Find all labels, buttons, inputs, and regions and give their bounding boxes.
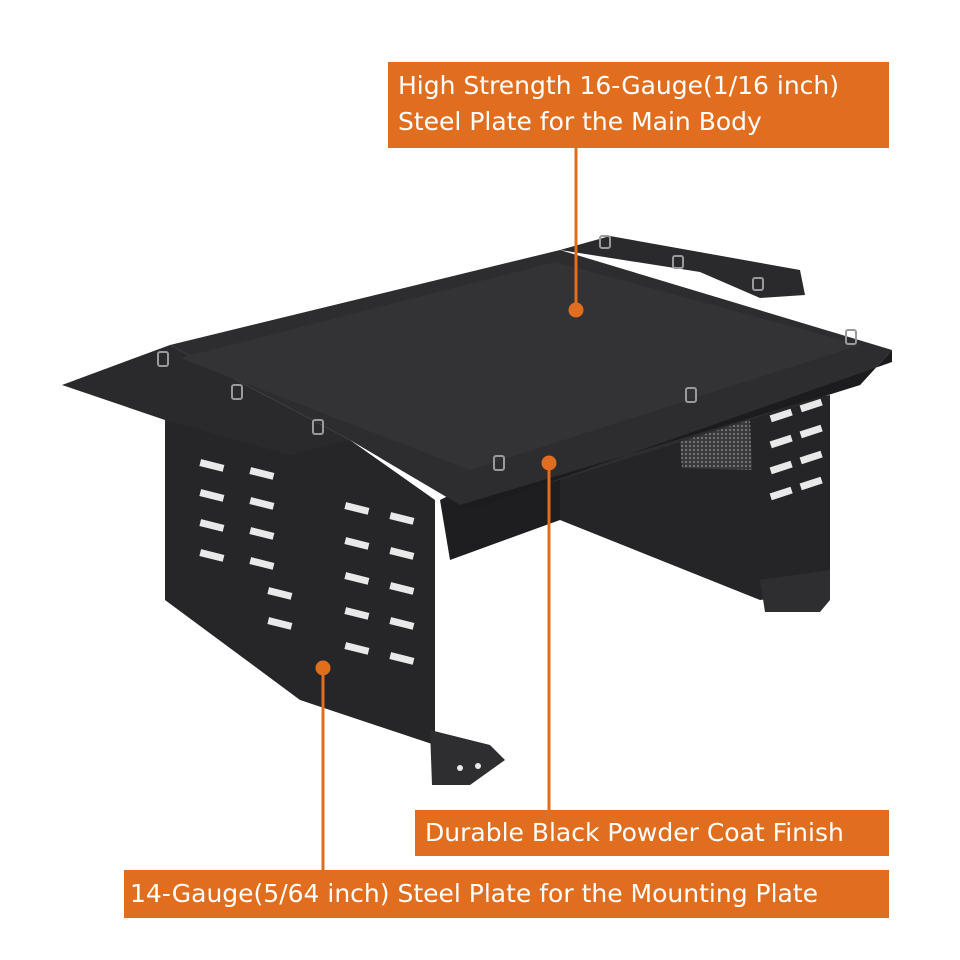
marker-main-body — [568, 302, 584, 318]
callout-mounting-plate-text: 14-Gauge(5/64 inch) Steel Plate for the … — [130, 879, 819, 908]
marker-mounting-plate — [315, 660, 331, 676]
skid-plate-bracket — [62, 235, 892, 785]
callout-finish: Durable Black Powder Coat Finish — [415, 810, 889, 856]
callout-main-body-line1: High Strength 16-Gauge(1/16 inch) — [398, 71, 840, 100]
mesh-vent — [680, 420, 752, 470]
marker-finish — [541, 455, 557, 471]
callout-finish-text: Durable Black Powder Coat Finish — [425, 818, 844, 847]
callout-main-body: High Strength 16-Gauge(1/16 inch) Steel … — [388, 62, 889, 148]
callout-main-body-line2: Steel Plate for the Main Body — [398, 107, 762, 136]
leader-lines — [315, 148, 584, 870]
callout-mounting-plate: 14-Gauge(5/64 inch) Steel Plate for the … — [124, 870, 889, 918]
